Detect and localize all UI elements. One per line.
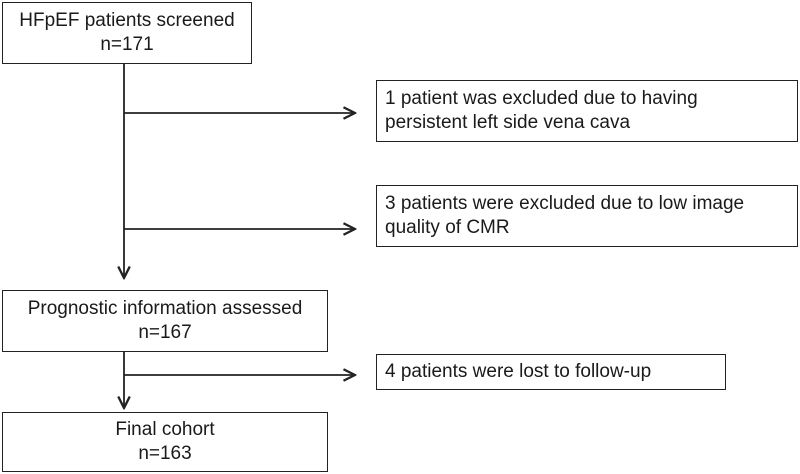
lost-followup-box: 4 patients were lost to follow-up (376, 354, 726, 390)
prognostic-box: Prognostic information assessed n=167 (2, 290, 328, 352)
prognostic-title: Prognostic information assessed (27, 298, 303, 319)
excluded-image-quality-line2: quality of CMR (385, 217, 510, 238)
screened-title: HFpEF patients screened (19, 10, 235, 31)
final-cohort-box: Final cohort n=163 (2, 412, 328, 472)
excluded-image-quality-line1: 3 patients were excluded due to low imag… (385, 193, 745, 214)
excluded-vena-cava-line1: 1 patient was excluded due to having (385, 88, 698, 109)
screened-box: HFpEF patients screened n=171 (2, 2, 252, 64)
final-cohort-count: n=163 (138, 443, 192, 464)
screened-count: n=171 (100, 34, 154, 55)
excluded-vena-cava-line2: persistent left side vena cava (385, 112, 631, 133)
final-cohort-title: Final cohort (115, 419, 215, 440)
lost-followup-text: 4 patients were lost to follow-up (385, 361, 652, 382)
excluded-image-quality-box: 3 patients were excluded due to low imag… (376, 185, 798, 247)
prognostic-count: n=167 (138, 322, 192, 343)
excluded-vena-cava-box: 1 patient was excluded due to having per… (376, 80, 798, 142)
